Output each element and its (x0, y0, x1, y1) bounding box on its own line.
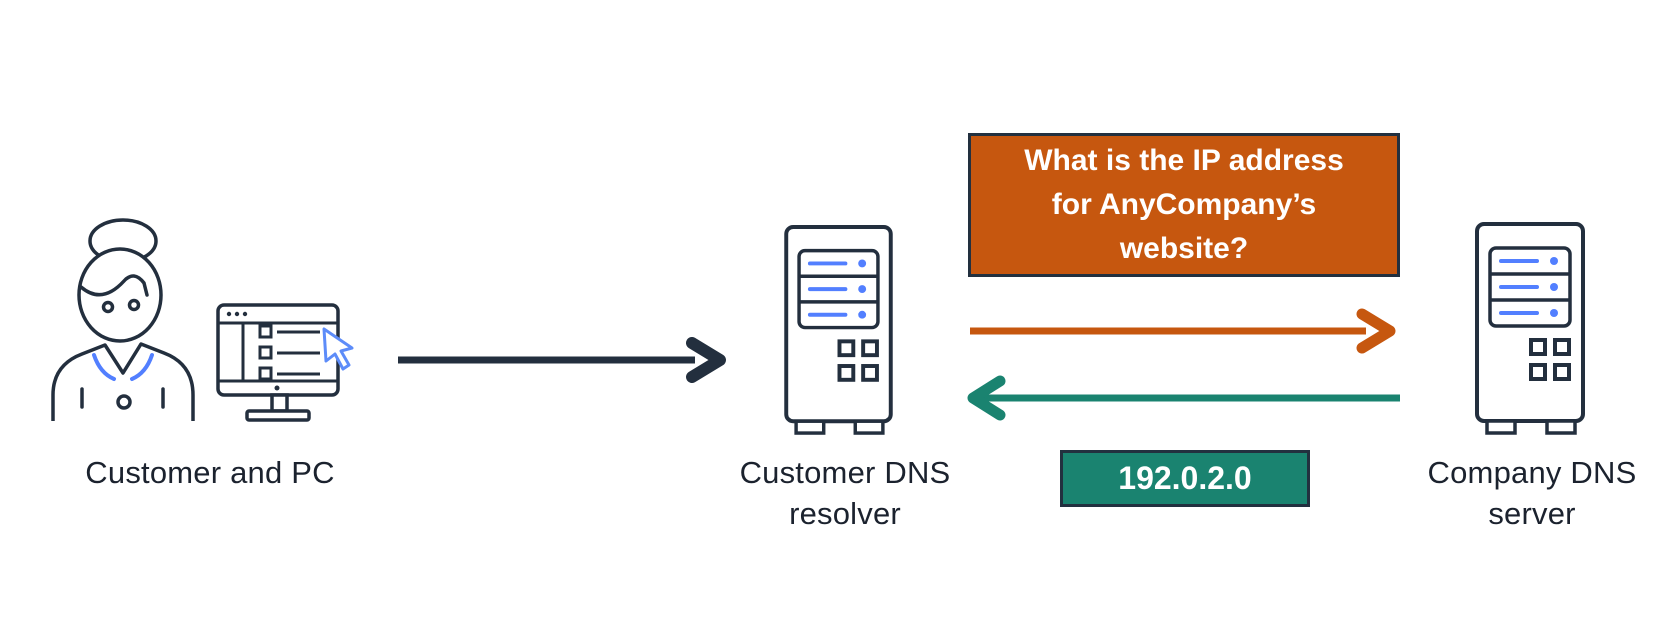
answer-text: 192.0.2.0 (1118, 460, 1252, 496)
resolver-label: Customer DNS resolver (690, 452, 1000, 534)
customer-label: Customer and PC (85, 455, 335, 490)
company-server-icon (1475, 222, 1585, 435)
resolver-server-icon (784, 225, 893, 435)
person-icon (51, 218, 195, 421)
arrow-query-resolver-to-company (970, 308, 1396, 354)
arrow-answer-company-to-resolver (967, 375, 1400, 421)
resolver-label-line2: resolver (789, 496, 901, 531)
company-label: Company DNS server (1377, 452, 1680, 534)
resolver-label-line1: Customer DNS (739, 455, 951, 490)
query-line2: for AnyCompany’s (1051, 188, 1317, 221)
pc-monitor-icon (216, 303, 354, 422)
cursor-icon (322, 327, 354, 371)
answer-message-box: 192.0.2.0 (1060, 450, 1310, 507)
query-line1: What is the IP address (1024, 144, 1344, 177)
company-label-line2: server (1488, 496, 1576, 531)
query-line3: website? (1119, 232, 1249, 265)
company-label-line1: Company DNS (1427, 455, 1637, 490)
query-message-box: What is the IP address for AnyCompany’s … (968, 133, 1400, 277)
arrow-customer-to-resolver (398, 337, 726, 383)
